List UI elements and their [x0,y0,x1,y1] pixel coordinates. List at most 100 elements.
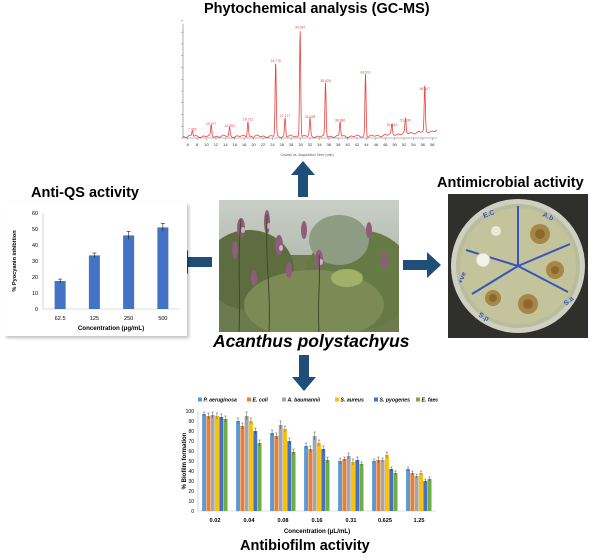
bf-bar [244,416,249,511]
bf-bar [423,481,428,511]
gcms-peak-label: 10.577 [206,122,216,126]
gcms-x-tick-label: 52 [402,142,407,147]
gcms-x-tick-label: 20 [251,142,256,147]
anti-qs-title: Anti-QS activity [31,185,139,201]
bf-bar [359,464,364,511]
bf-bar [427,479,432,511]
bf-bar [355,460,360,511]
gcms-x-tick-label: 56 [421,142,426,147]
bf-bar [274,436,279,511]
gcms-x-tick-label: 12 [214,142,219,147]
bf-bar [385,455,389,511]
bf-bar [406,469,410,511]
gcms-peak-label: 38.386 [335,118,345,122]
qs-bar [88,255,100,309]
gcms-x-tick-label: 48 [383,142,388,147]
antibiofilm-chart: P. aeruginosa E. coli A. baumannii S. aureu… [182,397,438,535]
bf-bar [380,460,385,511]
gcms-x-tick-label: 26 [280,142,285,147]
bf-bar [351,462,355,511]
bf-y-tick-label: 80 [188,429,194,435]
bf-y-tick-label: 30 [188,479,194,485]
gcms-x-tick-label: 40 [345,142,350,147]
bf-legend-swatch [198,397,202,402]
gcms-x-tick-label: 36 [327,142,332,147]
bf-bar [393,473,398,511]
svg-text:E.C: E.C [482,209,495,220]
bf-legend: P. aeruginosa E. coli A. baumannii S. aureu… [198,397,438,404]
qs-y-tick-label: 10 [32,291,38,297]
bf-x-tick-label: 0.16 [312,518,323,524]
bf-legend-label: P. aeruginosa [204,398,237,404]
bf-bar [376,460,381,511]
bf-bar [372,461,376,511]
gcms-peak-label: 7.050 [188,127,197,131]
gcms-x-tick-label: 10 [204,142,209,147]
species-label: Acanthus polystachyus [213,331,410,351]
qs-y-axis-label: % Pyocyanin inhibition [12,230,18,292]
qs-x-tick-label: 62.5 [55,316,66,322]
bf-y-tick-label: 10 [188,499,194,505]
qs-y-tick-label: 40 [32,243,38,249]
bf-bar [278,425,283,511]
bf-y-tick-label: 0 [191,509,194,515]
qs-y-tick-label: 30 [32,259,38,265]
bf-bar [249,421,253,511]
svg-text:+ve: +ve [457,271,468,285]
bf-bar [410,473,415,511]
bf-bar [202,414,206,511]
bf-y-tick-label: 50 [188,459,194,465]
qs-x-tick-label: 125 [90,316,99,322]
gcms-peak-label: 51.939 [400,118,410,122]
bf-legend-label: E. coli [253,398,269,404]
bf-bar [223,419,228,511]
bf-bar [219,417,224,511]
bf-x-tick-label: 0.04 [244,518,256,524]
gcms-x-tick-label: 18 [242,142,247,147]
gcms-x-tick-label: 38 [336,142,341,147]
gcms-x-axis-label: Counts vs. Acquisition Time (min) [280,153,333,157]
bf-y-axis-label: % Biofilm formation [182,432,188,489]
bf-x-tick-label: 0.625 [378,518,392,524]
bf-legend-label: S. aureus [341,398,364,404]
bf-bar [257,443,262,511]
gcms-x-tick-label: 16 [233,142,238,147]
arrow-down-icon [292,355,316,391]
arrow-up-icon [291,161,315,197]
gcms-x-tick-label: 42 [355,142,360,147]
gcms-title: Phytochemical analysis (GC-MS) [204,1,430,17]
bf-y-tick-label: 90 [188,419,194,425]
bf-legend-swatch [247,397,251,402]
bf-y-tick-label: 60 [188,449,194,455]
gcms-peak-label: 27.177 [280,114,290,118]
bf-bar [270,433,274,511]
qs-bar [123,235,135,309]
gcms-trace [182,31,438,138]
gcms-peak-label: 56.407 [420,87,430,91]
gcms-x-tick-label: 30 [298,142,303,147]
bf-bar [419,473,423,511]
qs-x-tick-label: 500 [158,316,167,322]
bf-bar [236,421,240,511]
bf-x-tick-label: 1.25 [414,518,425,524]
bf-x-axis-label: Concentration (μL/mL) [284,528,350,535]
gcms-x-tick-label: 58 [430,142,435,147]
antimicrobial-title: Antimicrobial activity [437,175,584,191]
bf-bar [206,416,211,511]
plant-photo [219,200,399,332]
gcms-x-tick-label: 22 [261,142,266,147]
gcms-peak-label: 35.825 [320,79,330,83]
svg-text:S.p: S.p [477,312,490,324]
bf-bar [338,461,342,511]
gcms-x-tick-label: 32 [308,142,313,147]
qs-bar [54,281,66,309]
bf-legend-label: A. baumannii [287,398,321,404]
bf-bar [210,415,215,511]
gcms-x-tick-label: 14 [223,142,228,147]
gcms-x-tick-label: 46 [374,142,379,147]
gcms-peak-label: 14.904 [224,124,234,128]
gcms-peak-label: 32.028 [305,115,315,119]
bf-x-tick-label: 0.31 [346,518,357,524]
